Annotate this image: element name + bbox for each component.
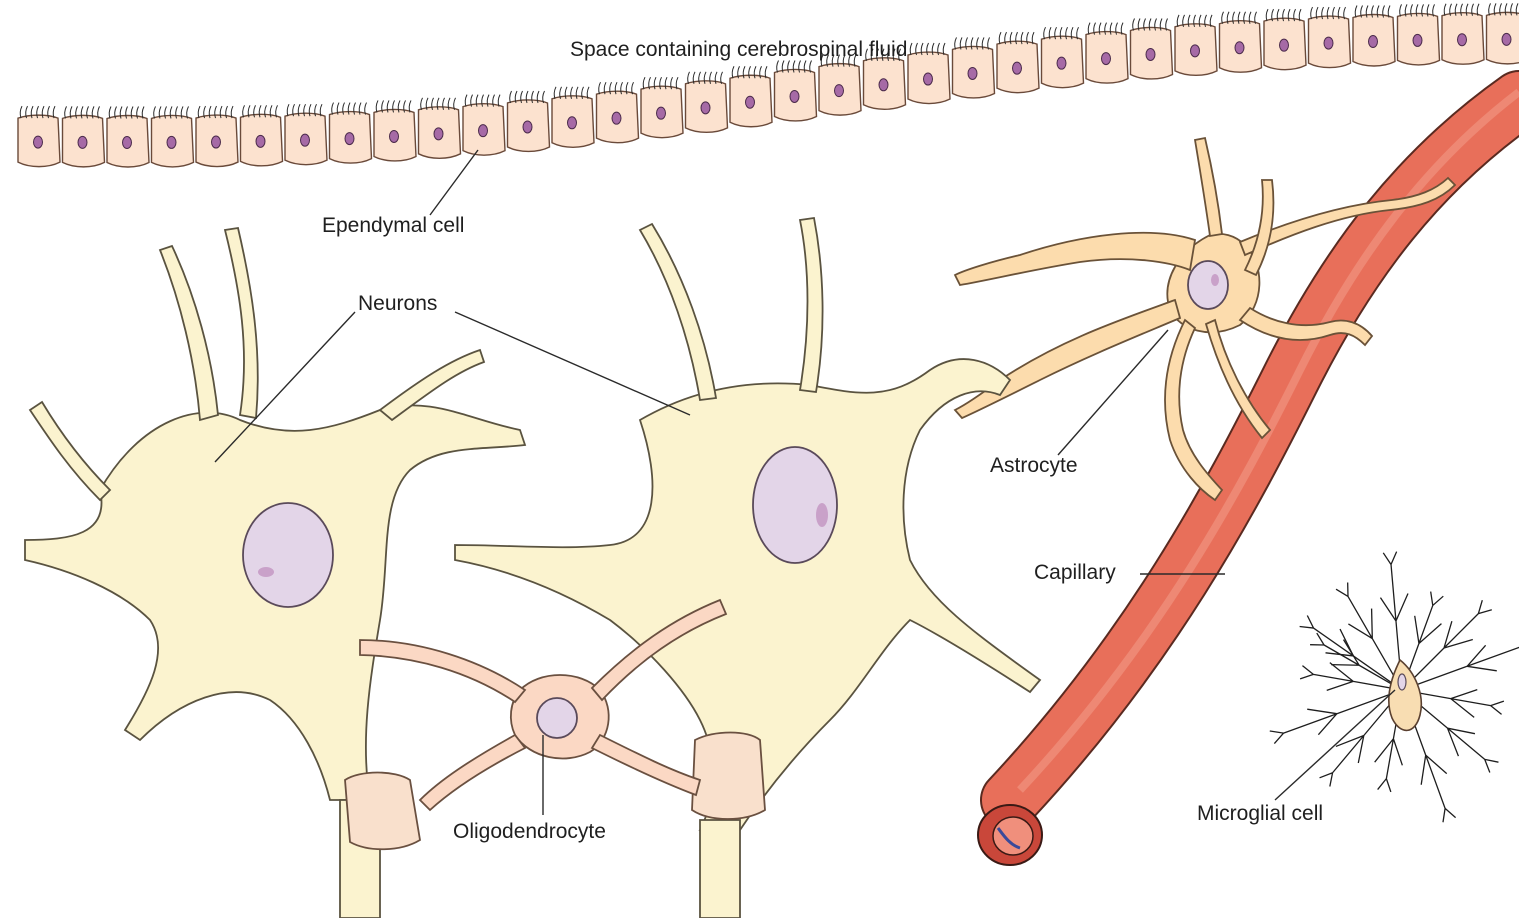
ependymal-cell: [597, 82, 639, 143]
ependymal-cell: [241, 105, 283, 166]
ependymal-cell: [107, 107, 149, 168]
ependymal-cell: [730, 66, 772, 127]
ependymal-cell: [196, 106, 238, 167]
ependymal-cell-label: Ependymal cell: [322, 214, 464, 238]
ependymal-cell: [330, 103, 372, 164]
microglial-cell-label: Microglial cell: [1197, 802, 1323, 826]
ependymal-cell: [953, 37, 995, 97]
ependymal-cell: [18, 106, 60, 167]
ependymal-cell: [1353, 6, 1395, 67]
ependymal-cell: [1442, 4, 1484, 64]
csf-label: Space containing cerebrospinal fluid: [570, 38, 907, 62]
myelin-sheath-right: [692, 733, 765, 820]
ependymal-cell: [775, 60, 817, 121]
ependymal-cell: [819, 55, 861, 116]
ependymal-cell: [1131, 18, 1173, 79]
ependymal-cell: [1398, 4, 1440, 65]
microglial-cell: [1270, 552, 1519, 823]
ependymal-cell: [1487, 3, 1519, 64]
capillary-label: Capillary: [1034, 561, 1116, 585]
microglia-branch: [1402, 600, 1492, 690]
ependymal-cell: [374, 100, 416, 160]
ependymal-cell: [463, 95, 505, 155]
ependymal-layer: [18, 3, 1519, 167]
ependymal-cell: [1086, 23, 1128, 83]
ependymal-cell: [641, 77, 683, 137]
ependymal-leader: [430, 150, 478, 215]
ependymal-cell: [908, 43, 950, 104]
ependymal-cell: [1220, 12, 1262, 73]
neuron-left: [25, 228, 525, 918]
oligodendrocyte-label: Oligodendrocyte: [453, 820, 606, 844]
oligodendrocyte-nucleus: [537, 698, 577, 738]
neuron-left-nucleus: [243, 503, 333, 607]
ependymal-cell: [1264, 9, 1306, 70]
capillary: [978, 92, 1519, 865]
myelin-sheath-left: [345, 773, 420, 850]
ependymal-cell: [1309, 7, 1351, 68]
neurons-label: Neurons: [358, 292, 437, 316]
astrocyte-nucleus: [1188, 261, 1228, 309]
microglia-branch: [1402, 636, 1519, 690]
microglial-leader: [1275, 690, 1395, 800]
ependymal-cell: [63, 106, 105, 167]
ependymal-cell: [686, 72, 728, 133]
astrocyte-label: Astrocyte: [990, 454, 1078, 478]
microglia-branch: [1270, 690, 1402, 744]
ependymal-cell: [419, 98, 461, 159]
ependymal-cell: [997, 32, 1039, 93]
ependymal-cell: [552, 87, 594, 148]
ependymal-cell: [508, 91, 550, 152]
ependymal-cell: [1042, 27, 1084, 88]
microglia-branch: [1336, 582, 1402, 690]
ependymal-cell: [285, 104, 327, 165]
microglia-branch: [1300, 663, 1402, 691]
neurons-leader-right: [455, 312, 690, 415]
ependymal-cell: [1175, 15, 1217, 76]
ependymal-cell: [152, 106, 194, 167]
